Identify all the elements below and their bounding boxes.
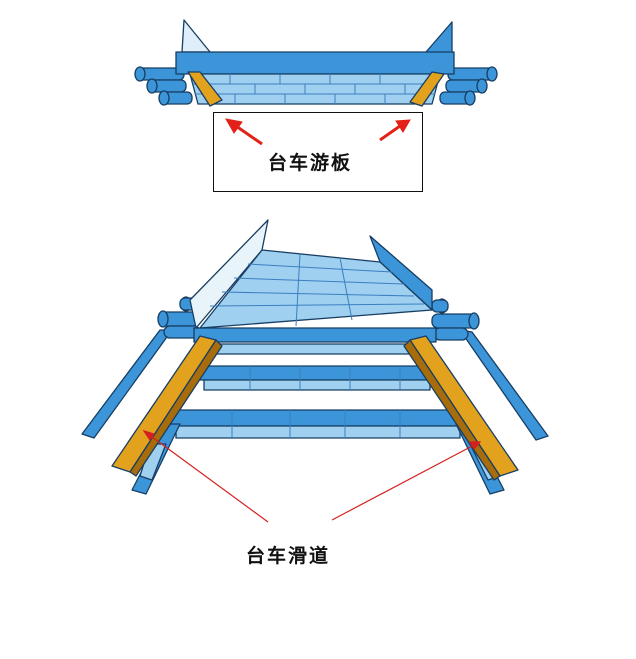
pallet-arrow-left-head <box>225 118 243 134</box>
pallet-left-rollers <box>134 66 193 106</box>
pallet-label-box <box>213 112 423 192</box>
track-right-rollers <box>431 298 480 341</box>
track-pallet-left-wall <box>189 219 269 329</box>
pallet-label: 台车游板 <box>268 152 353 174</box>
pallet-grate-lines <box>193 74 437 104</box>
slideway-pointer-left-head <box>142 429 155 442</box>
slideway-pointer-right <box>331 443 477 521</box>
pallet-right-plate <box>409 71 445 107</box>
pallet-left-plate <box>187 71 223 107</box>
pallet-arrow-right <box>379 124 401 142</box>
track-pallet-deck-lines <box>209 253 425 327</box>
track-pallet-deck <box>199 249 433 329</box>
trolley-pallet-illustration <box>134 19 498 107</box>
slideway-label: 台车滑道 <box>246 545 331 567</box>
track-left-slideway-shade <box>129 339 223 477</box>
pallet-arrow-left <box>235 124 263 146</box>
trolley-track-illustration <box>81 219 549 495</box>
slideway-pointers <box>142 429 482 523</box>
track-pallet-front-beam <box>193 327 437 343</box>
pallet-arrow-right-head <box>395 119 411 133</box>
slideway-pointer-right-head <box>468 441 482 451</box>
slideway-pointer-left <box>147 433 269 523</box>
